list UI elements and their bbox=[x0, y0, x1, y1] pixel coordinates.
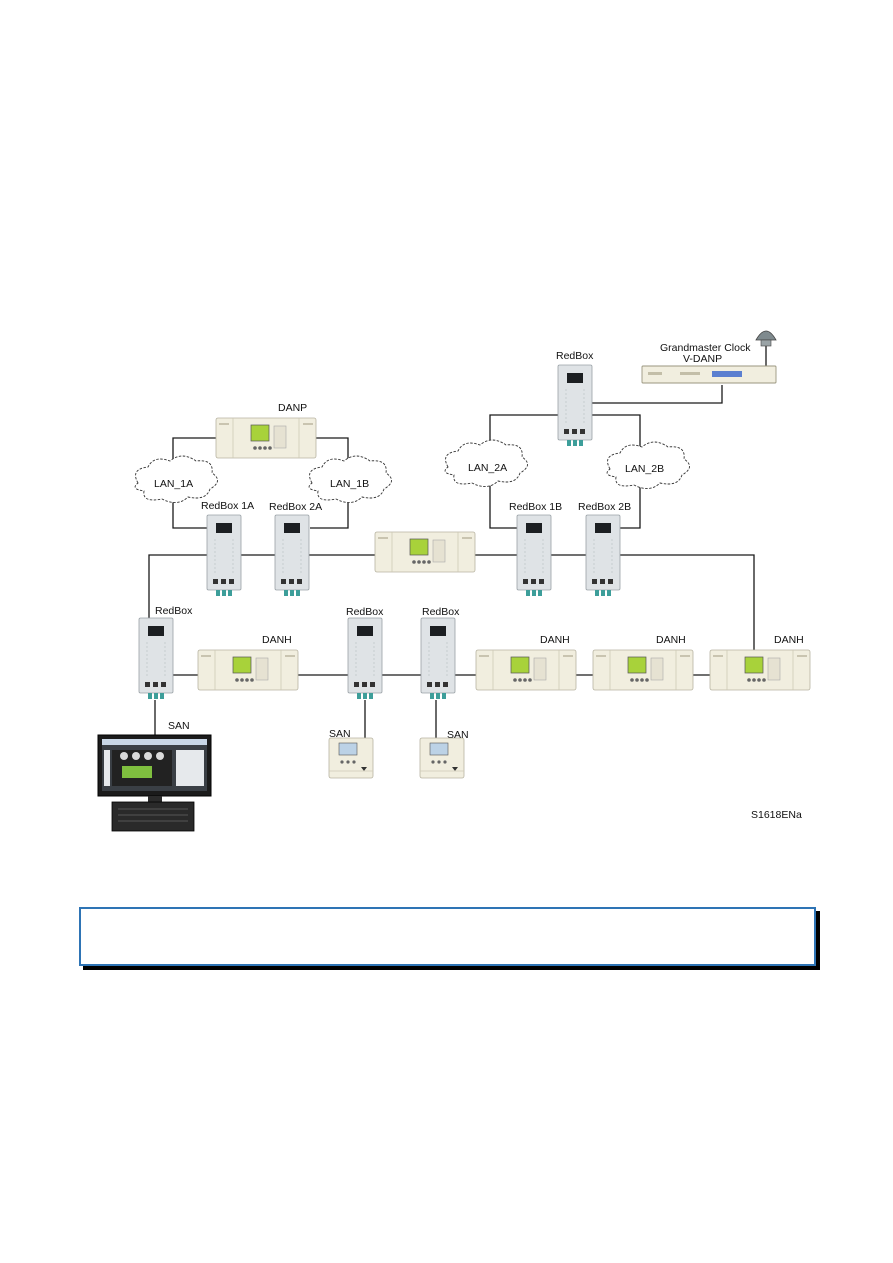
label-redbox-left: RedBox bbox=[155, 605, 193, 617]
danh-device-1 bbox=[197, 649, 299, 691]
figure-reference: S1618ENa bbox=[751, 809, 802, 821]
redbox-2a-device bbox=[274, 514, 310, 597]
san-device-2 bbox=[419, 737, 465, 779]
san-workstation-icon bbox=[97, 734, 212, 832]
danh-device-3 bbox=[592, 649, 694, 691]
lan-cloud-1b bbox=[308, 455, 392, 503]
grandmaster-clock bbox=[641, 365, 777, 384]
redbox-mid1-device bbox=[347, 617, 383, 700]
label-danp: DANP bbox=[278, 402, 307, 414]
label-danh-1: DANH bbox=[262, 634, 292, 646]
label-redbox-mid2: RedBox bbox=[422, 606, 460, 618]
label-redbox-2b: RedBox 2B bbox=[578, 501, 631, 513]
label-redbox-1a: RedBox 1A bbox=[201, 500, 254, 512]
label-danh-3: DANH bbox=[656, 634, 686, 646]
label-redbox-2a: RedBox 2A bbox=[269, 501, 322, 513]
danp-device bbox=[215, 417, 317, 459]
redbox-1a-device bbox=[206, 514, 242, 597]
label-redbox-1b: RedBox 1B bbox=[509, 501, 562, 513]
redbox-mid2-device bbox=[420, 617, 456, 700]
redbox-top bbox=[557, 364, 593, 447]
lan-cloud-1a bbox=[134, 455, 218, 503]
grandmaster-title: Grandmaster Clock bbox=[660, 342, 751, 354]
redbox-left-device bbox=[138, 617, 174, 700]
label-danh-2: DANH bbox=[540, 634, 570, 646]
figure-caption-box bbox=[79, 907, 816, 966]
redbox-2b-device bbox=[585, 514, 621, 597]
lan-cloud-2a bbox=[444, 439, 528, 487]
san-device-1 bbox=[328, 737, 374, 779]
label-lan-1b: LAN_1B bbox=[330, 478, 369, 490]
label-san-2: SAN bbox=[447, 729, 469, 741]
danh-device-2 bbox=[475, 649, 577, 691]
grandmaster-subtitle: V-DANP bbox=[683, 353, 722, 365]
label-san-1: SAN bbox=[329, 728, 351, 740]
gps-antenna-icon bbox=[755, 330, 777, 347]
redbox-1b-device bbox=[516, 514, 552, 597]
label-san-pc: SAN bbox=[168, 720, 190, 732]
danh-device-4 bbox=[709, 649, 811, 691]
link-redbox-grandmaster bbox=[592, 385, 723, 404]
label-redbox-top: RedBox bbox=[556, 350, 594, 362]
label-lan-2a: LAN_2A bbox=[468, 462, 507, 474]
label-lan-2b: LAN_2B bbox=[625, 463, 664, 475]
danh-device-center bbox=[374, 531, 476, 573]
lan-cloud-2b bbox=[606, 441, 690, 489]
label-danh-4: DANH bbox=[774, 634, 804, 646]
label-lan-1a: LAN_1A bbox=[154, 478, 193, 490]
label-redbox-mid1: RedBox bbox=[346, 606, 384, 618]
